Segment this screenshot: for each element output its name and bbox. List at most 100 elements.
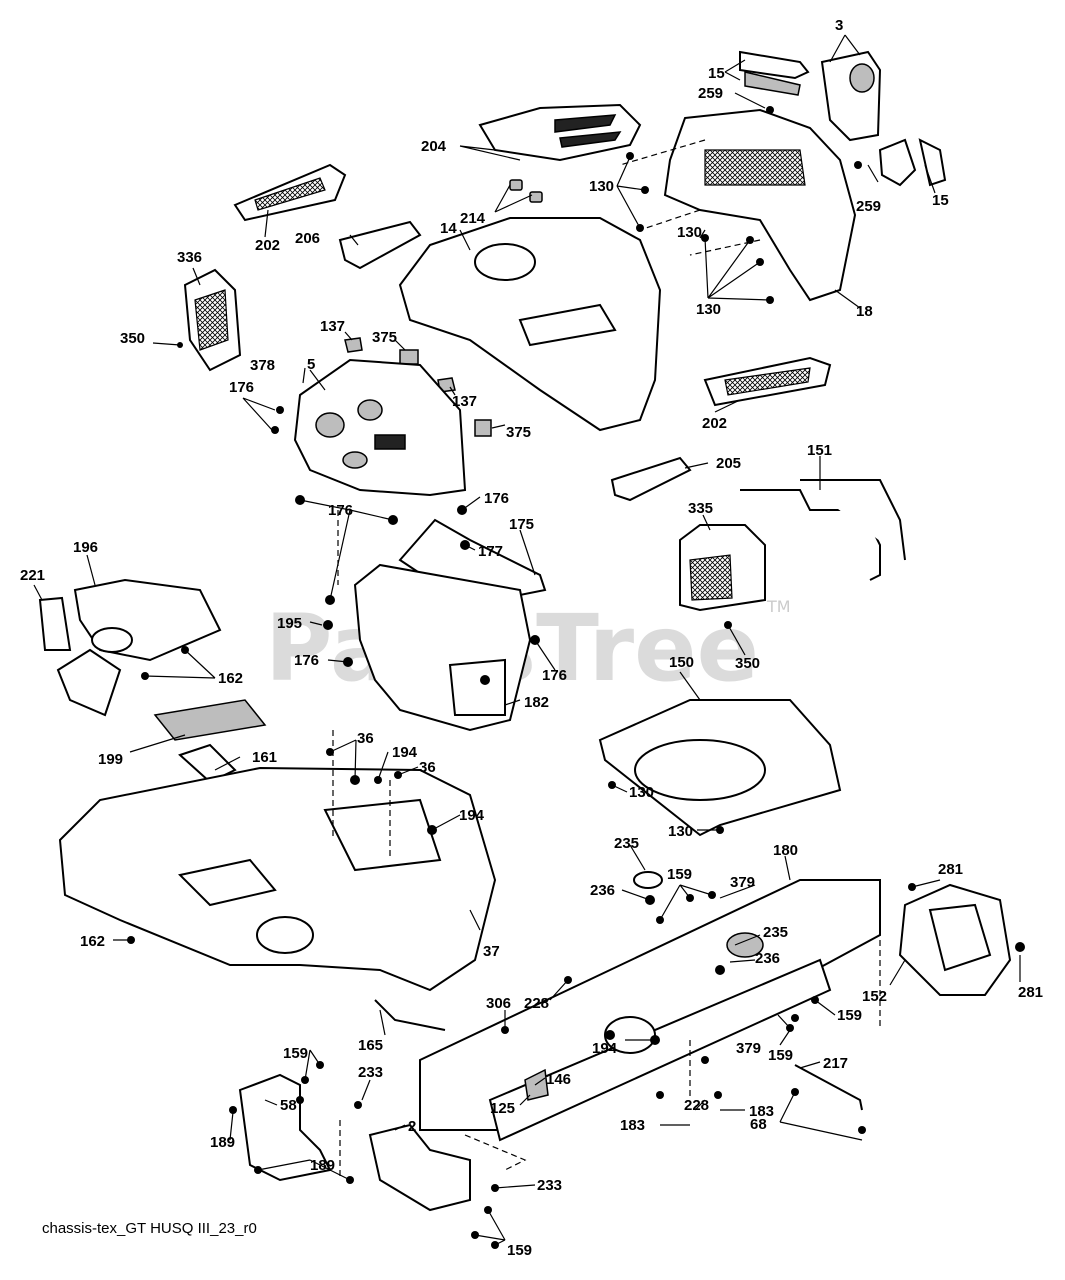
callout-235-a: 235 xyxy=(614,835,639,852)
callout-3: 3 xyxy=(835,17,843,34)
callout-233-b: 233 xyxy=(537,1177,562,1194)
callout-159-b: 159 xyxy=(837,1007,862,1024)
part-221-decal xyxy=(38,596,72,651)
callout-202-right: 202 xyxy=(702,415,727,432)
callout-125: 125 xyxy=(490,1100,515,1117)
callout-146: 146 xyxy=(546,1071,571,1088)
part-199-plate xyxy=(153,699,267,741)
callout-180: 180 xyxy=(773,842,798,859)
callout-194-b: 194 xyxy=(459,807,485,824)
callout-159-c: 159 xyxy=(768,1047,793,1064)
callout-151: 151 xyxy=(807,442,832,459)
callout-37: 37 xyxy=(483,943,500,960)
callout-18: 18 xyxy=(856,303,873,320)
callout-206: 206 xyxy=(295,230,320,247)
callout-202-left: 202 xyxy=(255,237,280,254)
part-165-rod xyxy=(374,999,446,1031)
callout-130-b: 130 xyxy=(677,224,702,241)
callout-259-top: 259 xyxy=(698,85,723,102)
callout-165: 165 xyxy=(358,1037,383,1054)
callout-137-a: 137 xyxy=(320,318,345,335)
part-15-trim xyxy=(739,50,810,80)
callout-152: 152 xyxy=(862,988,887,1005)
callout-176-b: 176 xyxy=(484,490,509,507)
part-130-front-housing xyxy=(663,108,857,302)
callout-189-a: 189 xyxy=(210,1134,235,1151)
callout-350-right: 350 xyxy=(735,655,760,672)
part-15-bracket xyxy=(878,138,917,187)
callout-177: 177 xyxy=(478,543,503,560)
callout-130-c: 130 xyxy=(696,301,721,318)
callout-217: 217 xyxy=(823,1055,848,1072)
callout-335: 335 xyxy=(688,500,713,517)
callout-159-a: 159 xyxy=(667,866,692,883)
callout-162-a: 162 xyxy=(218,670,243,687)
callout-159-e: 159 xyxy=(507,1242,532,1259)
callout-236-a: 236 xyxy=(590,882,615,899)
callout-205: 205 xyxy=(716,455,741,472)
callout-259-right: 259 xyxy=(856,198,881,215)
callout-15-top: 15 xyxy=(708,65,725,82)
callout-36-a: 36 xyxy=(357,730,374,747)
callout-194-c: 194 xyxy=(592,1040,618,1057)
callout-196: 196 xyxy=(73,539,98,556)
callout-235-b: 235 xyxy=(763,924,788,941)
callouts: 3 15 259 204 130 15 259 214 202 14 130 2… xyxy=(20,17,1043,1259)
callout-5: 5 xyxy=(307,356,315,373)
callout-375-b: 375 xyxy=(506,424,531,441)
leader-lines xyxy=(33,34,1021,1246)
part-5-dash-panel xyxy=(293,358,467,497)
callout-161: 161 xyxy=(252,749,277,766)
callout-306: 306 xyxy=(486,995,511,1012)
callout-379-a: 379 xyxy=(730,874,755,891)
trademark-mark: TM xyxy=(766,597,791,616)
callout-221: 221 xyxy=(20,567,45,584)
callout-182: 182 xyxy=(524,694,549,711)
callout-176-a: 176 xyxy=(229,379,254,396)
callout-195: 195 xyxy=(277,615,302,632)
callout-228-b: 228 xyxy=(684,1097,709,1114)
callout-175: 175 xyxy=(509,516,534,533)
callout-176-e: 176 xyxy=(542,667,567,684)
callout-150: 150 xyxy=(669,654,694,671)
callout-183-b: 183 xyxy=(620,1117,645,1134)
callout-130-e: 130 xyxy=(668,823,693,840)
callout-130-d: 130 xyxy=(629,784,654,801)
diagram-caption: chassis-tex_GT HUSQ III_23_r0 xyxy=(42,1220,257,1237)
callout-15-right: 15 xyxy=(932,192,949,209)
callout-183-a: 183 xyxy=(749,1103,774,1120)
callout-199: 199 xyxy=(98,751,123,768)
callout-281-b: 281 xyxy=(1018,984,1043,1001)
callout-236-b: 236 xyxy=(755,950,780,967)
part-2-bracket xyxy=(368,1123,471,1212)
parts-artwork xyxy=(38,50,1025,1249)
part-37-fender-deck xyxy=(58,766,497,992)
callout-228-a: 228 xyxy=(524,995,549,1012)
callout-379-b: 379 xyxy=(736,1040,761,1057)
part-161-clip xyxy=(178,743,237,784)
callout-378: 378 xyxy=(250,357,275,374)
part-217-rod xyxy=(794,1064,863,1111)
callout-189-b: 189 xyxy=(310,1157,335,1174)
callout-194-a: 194 xyxy=(392,744,418,761)
callout-281-a: 281 xyxy=(938,861,963,878)
callout-137-b: 137 xyxy=(452,393,477,410)
callout-233-a: 233 xyxy=(358,1064,383,1081)
callout-14: 14 xyxy=(440,220,457,237)
callout-375-a: 375 xyxy=(372,329,397,346)
part-205-trim xyxy=(610,456,692,502)
callout-159-d: 159 xyxy=(283,1045,308,1062)
callout-176-c: 176 xyxy=(328,502,353,519)
callout-350-left: 350 xyxy=(120,330,145,347)
callout-130-a: 130 xyxy=(589,178,614,195)
callout-336: 336 xyxy=(177,249,202,266)
callout-162-b: 162 xyxy=(80,933,105,950)
part-206-panel xyxy=(338,220,422,270)
callout-36-b: 36 xyxy=(419,759,436,776)
part-3-headlight-cover xyxy=(820,50,882,142)
callout-58: 58 xyxy=(280,1097,297,1114)
callout-214: 214 xyxy=(460,210,486,227)
callout-176-d: 176 xyxy=(294,652,319,669)
callout-2: 2 xyxy=(408,1118,416,1135)
